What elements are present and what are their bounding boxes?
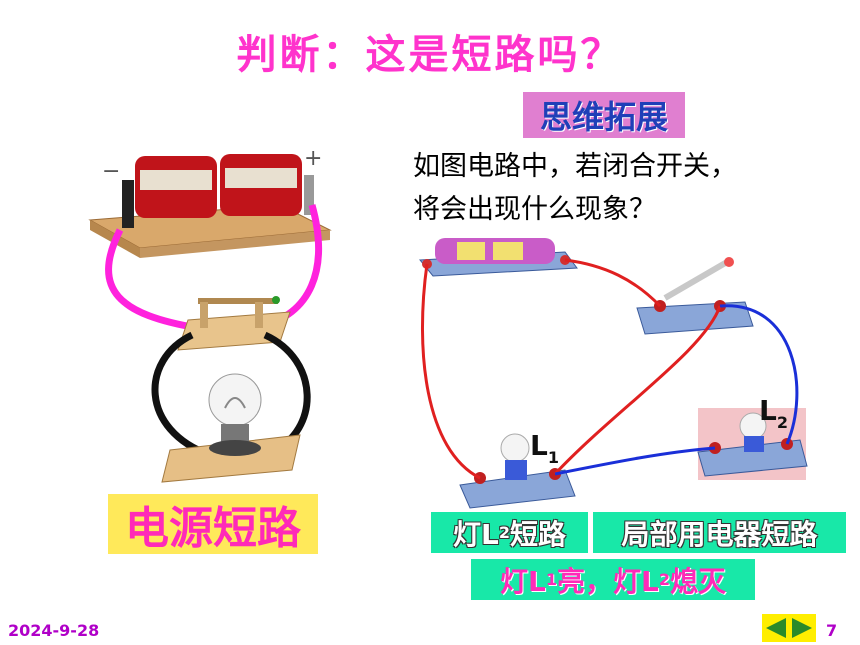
slide-title: 判断：这是短路吗？ [236, 32, 624, 78]
question-line-1: 如图电路中，若闭合开关， [413, 151, 737, 182]
lamp-1-label: L1 [530, 429, 559, 467]
previous-slide-icon[interactable] [764, 617, 788, 639]
slide-date: 2024-9-28 [8, 621, 100, 640]
question-line-2: 将会出现什么现象？ [413, 194, 656, 225]
battery-minus-sign: − [102, 159, 120, 184]
local-short-circuit-diagram: L1 L2 [418, 238, 808, 509]
slide-nav-buttons [762, 614, 816, 642]
local-short-label: 局部用电器短路 [593, 512, 846, 553]
power-short-circuit-diagram: − + [88, 146, 332, 483]
expand-label-text: 思维拓展 [539, 98, 668, 136]
expand-label: 思维拓展 [523, 92, 685, 138]
page-number: 7 [826, 621, 838, 640]
power-short-label: 电源短路 [108, 494, 318, 554]
next-slide-icon[interactable] [790, 617, 814, 639]
battery-plus-sign: + [304, 146, 322, 171]
lamp-2-label: L2 [759, 394, 788, 432]
